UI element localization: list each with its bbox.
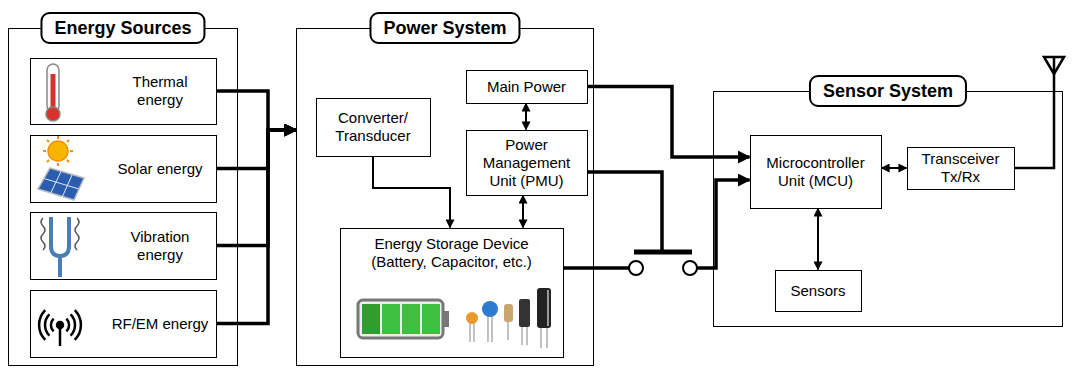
antenna-symbol xyxy=(1015,57,1064,168)
rf-waves-left xyxy=(39,310,54,340)
thermometer-bulb xyxy=(46,107,60,121)
power-line xyxy=(217,91,297,130)
process-box: Converter/ Transducer xyxy=(316,98,431,157)
solar-panel xyxy=(38,168,84,200)
signal-arrow xyxy=(525,104,527,130)
electrolytic-capacitor xyxy=(519,299,530,327)
process-box: Transceiver Tx/Rx xyxy=(907,147,1015,190)
box-label: Sensors xyxy=(790,282,845,300)
sun-rays xyxy=(43,136,73,166)
group-heading: Energy Sources xyxy=(40,12,205,44)
power-line xyxy=(217,130,297,169)
vibration-waves xyxy=(41,218,79,250)
signal-arrow xyxy=(373,157,450,228)
group-heading: Sensor System xyxy=(809,75,967,107)
power-line xyxy=(588,87,750,158)
fork-stem xyxy=(58,256,62,277)
antenna-feed xyxy=(1015,58,1054,168)
capacitor-icons xyxy=(466,288,551,348)
energy-source-box: RF/EM energy xyxy=(30,290,217,358)
tuning-fork-icon xyxy=(41,217,79,277)
ceramic-capacitor xyxy=(466,312,478,324)
switch-symbol xyxy=(588,172,697,275)
rf-icon xyxy=(39,310,81,346)
electrolytic-capacitor xyxy=(537,288,551,328)
rf-waves-right xyxy=(66,310,81,340)
box-label: Microcontroller Unit (MCU) xyxy=(757,154,875,190)
power-line xyxy=(217,130,297,324)
system-group: Power SystemConverter/ TransducerMain Po… xyxy=(296,28,594,366)
box-label: Vibration energy xyxy=(109,228,212,264)
thermometer-tube xyxy=(47,64,59,112)
battery-cell xyxy=(382,304,400,334)
box-label: Solar energy xyxy=(117,160,202,178)
process-box: Microcontroller Unit (MCU) xyxy=(750,135,882,209)
box-label: Transceiver Tx/Rx xyxy=(914,150,1008,186)
energy-source-box: Thermal energy xyxy=(30,58,217,125)
control-line xyxy=(588,172,662,250)
energy-source-box: Vibration energy xyxy=(30,212,217,280)
sun xyxy=(48,141,68,161)
system-group: Energy SourcesThermal energySolar energy… xyxy=(8,28,238,366)
battery-cell xyxy=(402,304,420,334)
battery-terminal xyxy=(443,311,449,327)
group-heading: Power System xyxy=(369,12,520,44)
storage-box: Energy Storage Device (Battery, Capacito… xyxy=(340,228,564,358)
fork-prongs xyxy=(51,217,69,256)
box-label: Thermal energy xyxy=(109,73,212,109)
box-label: Main Power xyxy=(487,78,566,96)
process-box: Power Management Unit (PMU) xyxy=(466,130,588,196)
power-line xyxy=(217,130,297,246)
power-line xyxy=(564,180,750,268)
signal-arrow xyxy=(522,196,524,228)
panel-grid xyxy=(44,172,79,198)
box-label: RF/EM energy xyxy=(112,315,209,333)
ceramic-capacitor xyxy=(482,301,498,317)
box-label: Energy Storage Device (Battery, Capacito… xyxy=(349,235,555,271)
antenna-head xyxy=(1044,57,1064,74)
switch-contact xyxy=(629,261,643,275)
signal-arrow xyxy=(882,167,907,169)
process-box: Sensors xyxy=(775,270,862,312)
thermometer-icon xyxy=(46,64,60,121)
solar-icon xyxy=(38,136,84,200)
battery-body xyxy=(358,300,443,338)
box-label: Power Management Unit (PMU) xyxy=(473,136,581,190)
process-box: Main Power xyxy=(466,70,588,104)
battery-cell xyxy=(362,304,380,334)
switch-contact xyxy=(683,261,697,275)
box-label: Converter/ Transducer xyxy=(323,109,424,145)
energy-source-box: Solar energy xyxy=(30,135,217,203)
system-group: Sensor SystemMicrocontroller Unit (MCU)T… xyxy=(713,91,1063,327)
switch-bar xyxy=(634,250,692,255)
rf-mast xyxy=(59,325,62,346)
battery-cell xyxy=(422,304,440,334)
capacitor-stripe xyxy=(547,290,549,326)
battery-icon xyxy=(358,300,449,338)
film-capacitor xyxy=(504,304,513,322)
signal-arrow xyxy=(817,209,819,270)
